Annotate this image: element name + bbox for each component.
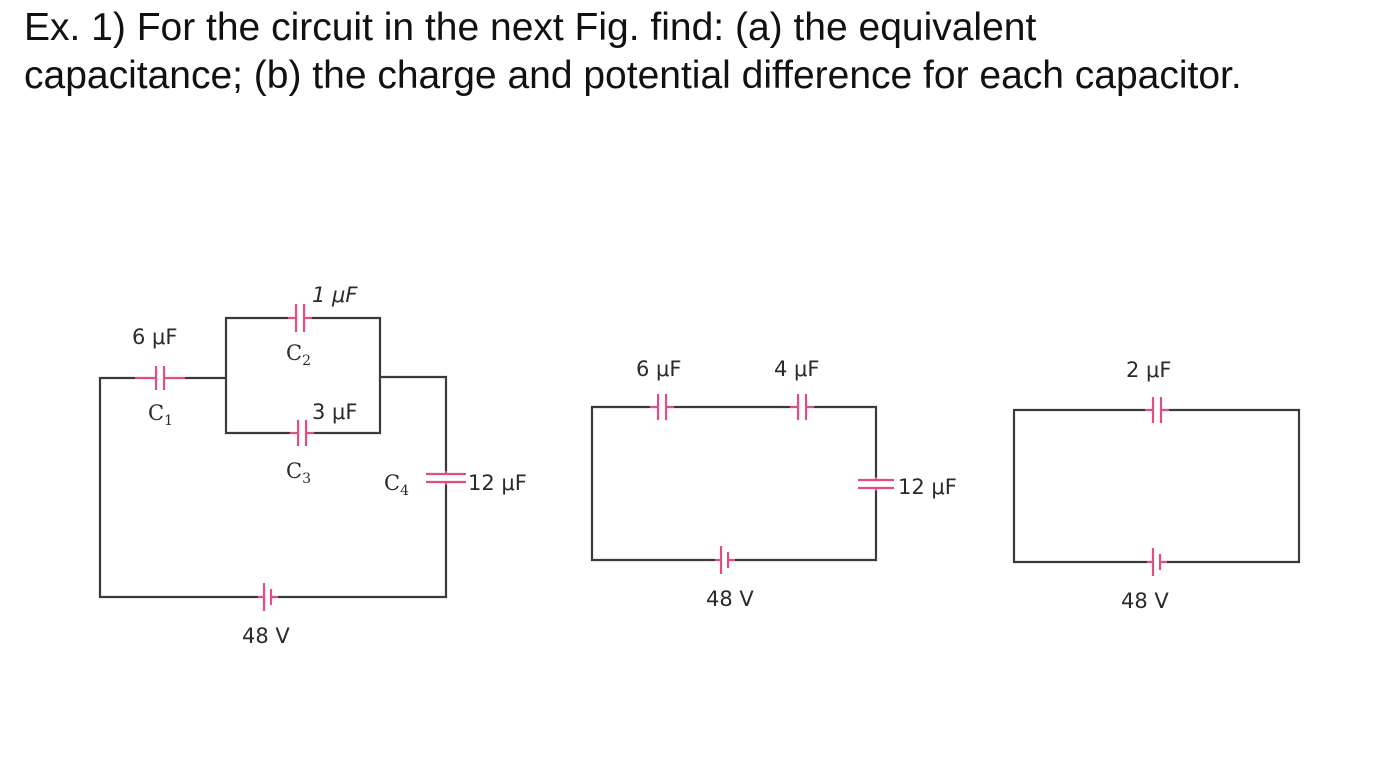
circuit-c: 2 μF 48 V (1012, 358, 1301, 613)
c2-name-label: C2 (286, 341, 311, 369)
battery-a (258, 583, 278, 611)
circuit-b-parallel-cap-label: 12 μF (898, 475, 957, 499)
capacitor-4uf-b (790, 394, 814, 420)
circuit-b-left-cap-label: 6 μF (636, 357, 681, 381)
circuit-b: 6 μF 4 μF 12 μF 48 V (590, 357, 957, 611)
capacitor-c2 (288, 304, 312, 332)
battery-a-label: 48 V (242, 624, 290, 648)
circuit-c-wire-right (1167, 408, 1301, 564)
circuit-b-wire-right (814, 405, 878, 477)
battery-c (1147, 548, 1167, 576)
capacitor-c3 (290, 420, 314, 446)
battery-b (715, 546, 735, 574)
capacitor-2uf-c (1145, 397, 1169, 423)
capacitor-c4 (426, 471, 466, 485)
c1-value-label: 6 μF (132, 325, 177, 349)
capacitor-12uf-b (858, 477, 894, 491)
circuit-b-wire-bottom-right (735, 491, 878, 562)
circuit-a-wire-left (98, 376, 258, 599)
circuit-a-branch-top (224, 316, 382, 435)
capacitor-c1 (135, 366, 185, 390)
circuit-c-cap-label: 2 μF (1126, 358, 1171, 382)
question-line-2: capacitance; (b) the charge and potentia… (24, 54, 1242, 97)
circuit-a-wire-bottom-right (278, 485, 448, 599)
circuit-c-wire-left (1012, 408, 1147, 564)
c4-value-label: 12 μF (468, 471, 527, 495)
c2-value-label: 1 μF (312, 283, 358, 307)
circuit-b-wire-left (590, 405, 715, 562)
c4-name-label: C4 (384, 471, 409, 499)
question-line-1: Ex. 1) For the circuit in the next Fig. … (24, 6, 1037, 49)
circuit-a-wire-right (380, 375, 448, 471)
capacitor-6uf-b (650, 394, 674, 420)
circuit-b-right-cap-label: 4 μF (774, 357, 819, 381)
battery-b-label: 48 V (706, 587, 754, 611)
c1-name-label: C1 (148, 401, 173, 429)
circuit-a: 6 μF C1 1 μF C2 3 μF C3 C4 12 μF (98, 283, 527, 648)
battery-c-label: 48 V (1121, 589, 1169, 613)
c3-value-label: 3 μF (312, 400, 357, 424)
question-text: Ex. 1) For the circuit in the next Fig. … (24, 4, 1354, 100)
c3-name-label: C3 (286, 459, 311, 487)
